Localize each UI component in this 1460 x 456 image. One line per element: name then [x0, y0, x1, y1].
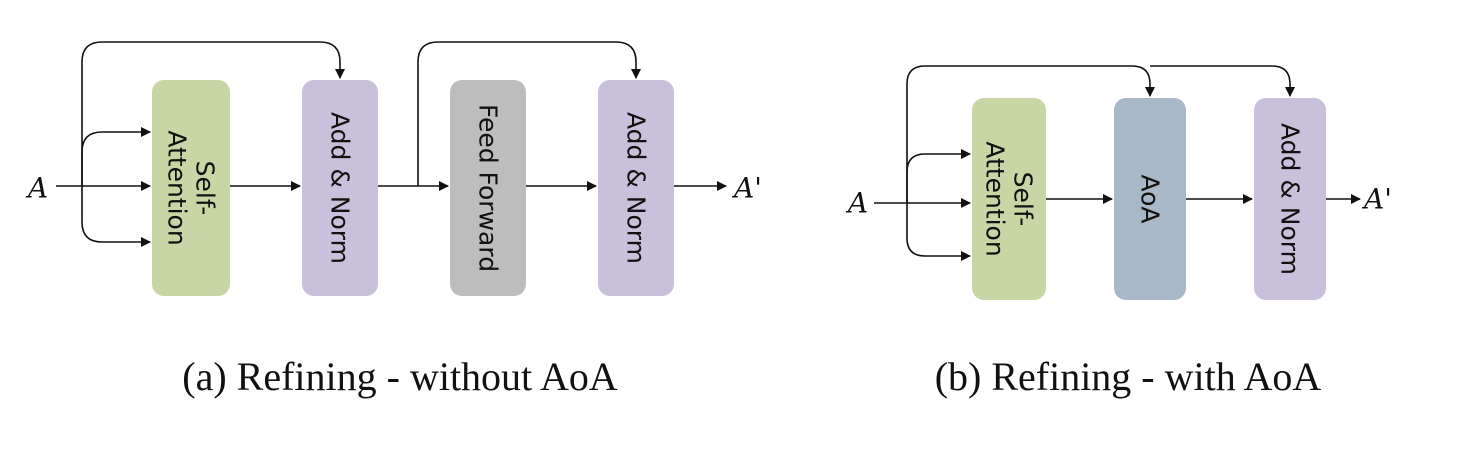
panel-b-lower-branch-arrow	[906, 203, 971, 261]
panel-a-feed-forward-label: Feed Forward	[474, 104, 503, 272]
panel-b-add-norm-block	[1254, 98, 1326, 300]
panel-a-self-attention-block	[152, 80, 230, 296]
panel-a-add-norm-2-block	[598, 80, 674, 296]
panel-a-self-attention-label-line2: Attention	[163, 130, 192, 245]
panel-b-aoa-label: AoA	[1136, 174, 1165, 223]
panel-b-caption: (b) Refining - with AoA	[935, 354, 1322, 399]
panel-b: Self- Attention AoA Add & Norm A A' (b) …	[845, 65, 1392, 399]
panel-a-add-norm-1-label: Add & Norm	[326, 112, 355, 264]
panel-a-lower-branch-arrow	[81, 186, 151, 247]
panel-b-self-attention-label-line2: Attention	[981, 141, 1010, 256]
panel-b-residual-arrow-aoa	[906, 65, 1155, 203]
panel-b-upper-branch-arrow	[906, 149, 971, 203]
panel-a-input-label: A	[25, 172, 48, 205]
panel-b-residual-arrow-addnorm	[1150, 65, 1295, 97]
panel-b-self-attention-label-line1: Self-	[1009, 172, 1038, 227]
panel-b-add-norm-label: Add & Norm	[1276, 123, 1305, 275]
panel-b-output-label: A'	[1361, 183, 1392, 216]
panel-a-residual-arrow-2	[417, 41, 641, 186]
panel-a-caption: (a) Refining - without AoA	[182, 354, 618, 399]
panel-b-input-label: A	[845, 187, 868, 220]
panel-a-output-label: A'	[731, 172, 762, 205]
panel-a: Self- Attention Add & Norm Feed Forward …	[25, 41, 762, 399]
panel-a-residual-arrow-1	[81, 41, 345, 186]
panel-a-add-norm-2-label: Add & Norm	[622, 112, 651, 264]
panel-b-self-attention-block	[972, 98, 1046, 300]
panel-b-aoa-block	[1114, 98, 1186, 300]
panel-a-feed-forward-block	[450, 80, 526, 296]
panel-a-add-norm-1-block	[302, 80, 378, 296]
panel-a-self-attention-label-line1: Self-	[191, 161, 220, 216]
panel-a-upper-branch-arrow	[81, 127, 151, 186]
